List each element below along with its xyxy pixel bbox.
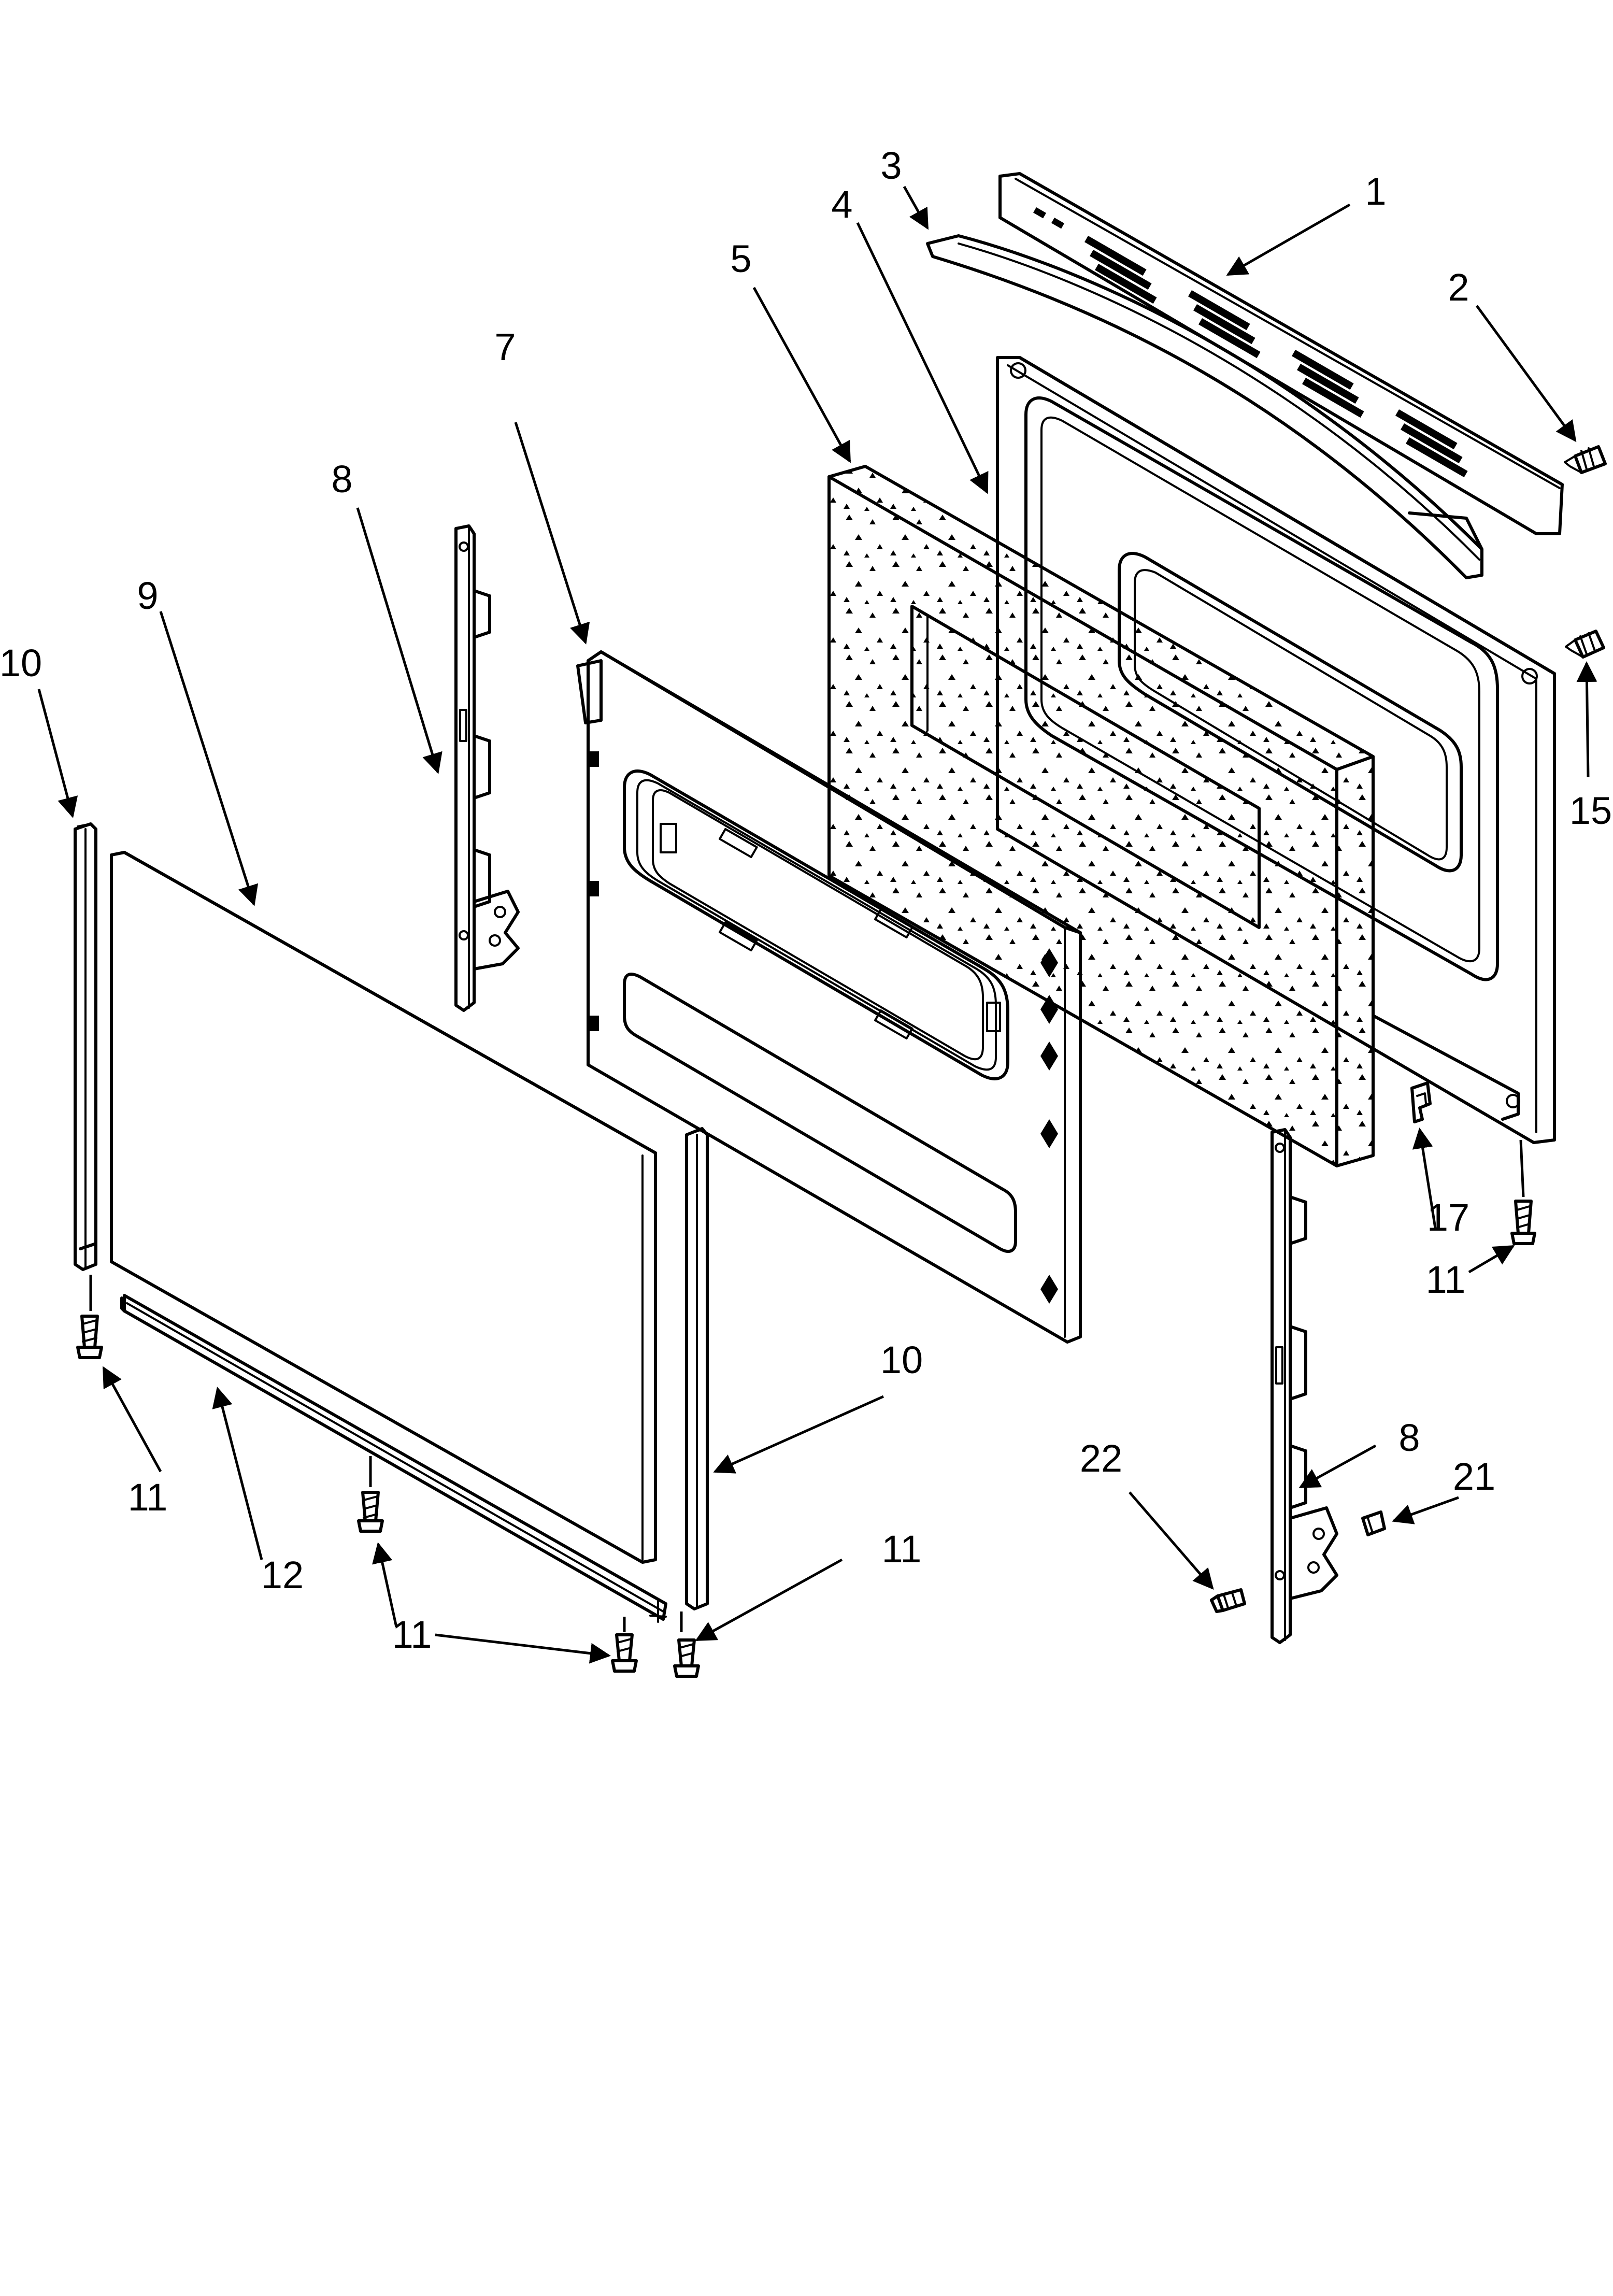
part-8-hinge-left <box>454 524 520 1012</box>
callout-11-bottom: 11 <box>392 1613 432 1656</box>
part-9-glass <box>110 851 657 1564</box>
part-15-screw <box>1565 630 1605 659</box>
callout-10-right: 10 <box>880 1338 923 1381</box>
part-2-screw <box>1564 445 1607 474</box>
part-1-vent-panel <box>998 172 1564 535</box>
part-7-inner-door <box>576 650 1082 1344</box>
callout-22: 22 <box>1080 1437 1122 1480</box>
leader-lines <box>37 186 1597 1664</box>
callout-5: 5 <box>730 237 751 280</box>
part-22-screw <box>1210 1588 1246 1613</box>
part-10-trim-left <box>74 822 97 1271</box>
part-5-insulation <box>827 465 1375 1167</box>
part-11-screw-c <box>357 1491 384 1533</box>
callout-12: 12 <box>261 1553 304 1596</box>
part-11-screw-e <box>673 1638 700 1678</box>
part-21-clip <box>1361 1510 1386 1536</box>
callout-4: 4 <box>831 183 852 226</box>
part-10-trim-right <box>685 1127 709 1610</box>
part-8-hinge-right <box>1271 1128 1338 1644</box>
callout-21: 21 <box>1453 1455 1495 1498</box>
callout-8-right: 8 <box>1398 1416 1420 1459</box>
part-12-bottom-trim <box>120 1294 667 1623</box>
part-11-screw-b <box>76 1315 103 1359</box>
part-17-clip <box>1410 1081 1432 1123</box>
part-11-screw-d <box>611 1633 638 1673</box>
callout-11-left: 11 <box>128 1476 168 1519</box>
callout-labels: 1 2 3 4 5 7 8 9 10 15 17 11 10 8 21 22 1… <box>0 144 1612 1656</box>
callout-9: 9 <box>137 574 158 617</box>
callout-11-right: 11 <box>1426 1258 1466 1301</box>
callout-11-bottom-right: 11 <box>882 1528 922 1571</box>
callout-7: 7 <box>494 325 516 368</box>
part-3-handle <box>926 234 1483 579</box>
part-11-screw-a <box>1510 1200 1536 1245</box>
callout-8-left: 8 <box>331 458 352 501</box>
callout-2: 2 <box>1448 266 1469 309</box>
callout-10-left: 10 <box>0 641 42 684</box>
callout-17: 17 <box>1427 1196 1469 1239</box>
callout-1: 1 <box>1365 170 1386 213</box>
callout-3: 3 <box>880 144 902 187</box>
callout-15: 15 <box>1569 789 1612 832</box>
